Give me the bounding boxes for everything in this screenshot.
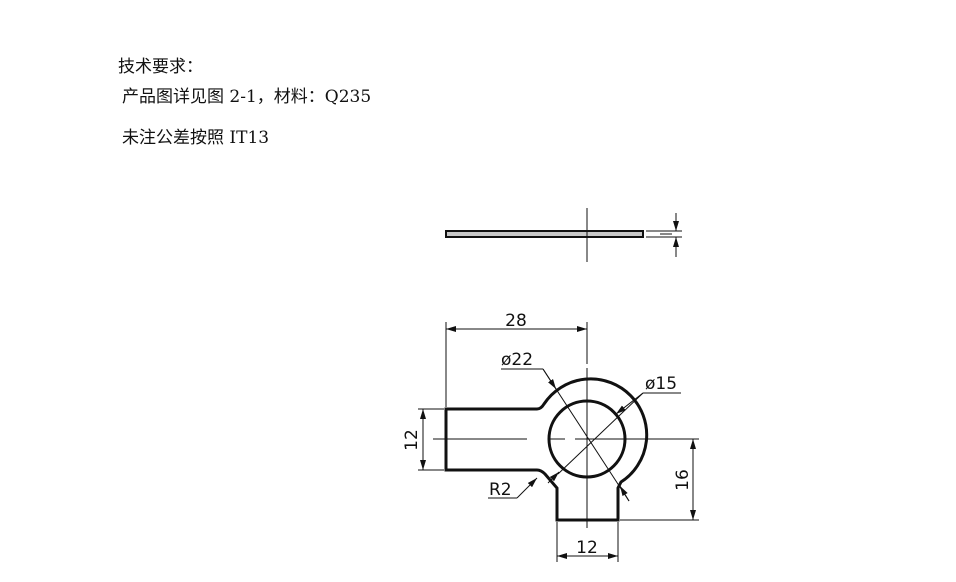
notes-title: 技术要求： xyxy=(118,57,203,77)
side-view-plate xyxy=(445,230,644,238)
dim-radius-label: R2 xyxy=(489,480,512,500)
dim-outer-diameter-label: ø22 xyxy=(501,350,533,370)
dim-28-label: 28 xyxy=(505,311,527,331)
front-view: 28 ø22 ø15 12 R2 16 12 xyxy=(402,311,699,562)
dim-12-horizontal-label: 12 xyxy=(576,538,598,558)
notes-product-material: 产品图详见图 2-1，材料：Q235 xyxy=(122,87,372,107)
notes-tolerance: 未注公差按照 IT13 xyxy=(122,128,270,148)
dim-16-label: 16 xyxy=(673,469,693,491)
side-view xyxy=(445,208,682,262)
dim-12-vertical-label: 12 xyxy=(402,429,422,451)
part-outline xyxy=(444,377,649,522)
dim-inner-diameter-label: ø15 xyxy=(645,374,677,394)
